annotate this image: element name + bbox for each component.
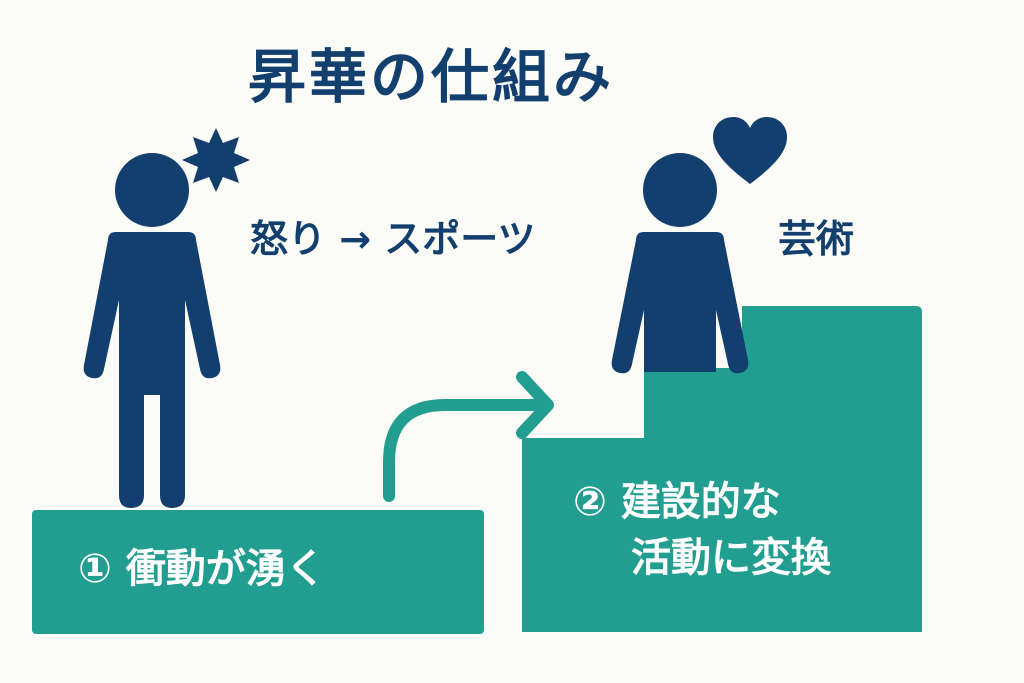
step1-platform: [32, 510, 484, 634]
step1-label: ① 衝動が湧く: [78, 541, 326, 597]
step2-text-line1: 建設的な: [620, 479, 781, 525]
example-anger-to-sports: 怒り → スポーツ: [250, 217, 536, 261]
step1-number: ①: [78, 546, 112, 592]
curved-arrow-icon: [383, 371, 554, 502]
anger-burst-icon: [182, 128, 250, 192]
step2-text-line2: 活動に変換: [631, 535, 831, 581]
heart-icon: [713, 117, 787, 184]
step1-text: 衝動が湧く: [125, 546, 326, 592]
step2-label: ② 建設的な 活動に変換: [573, 474, 831, 586]
step2-platform: [522, 306, 922, 632]
person-right-icon: [611, 153, 749, 374]
person-left-icon: [83, 153, 221, 508]
page-title: 昇華の仕組み: [248, 43, 615, 111]
example-art: 芸術: [778, 217, 855, 261]
step2-number: ②: [573, 479, 607, 525]
